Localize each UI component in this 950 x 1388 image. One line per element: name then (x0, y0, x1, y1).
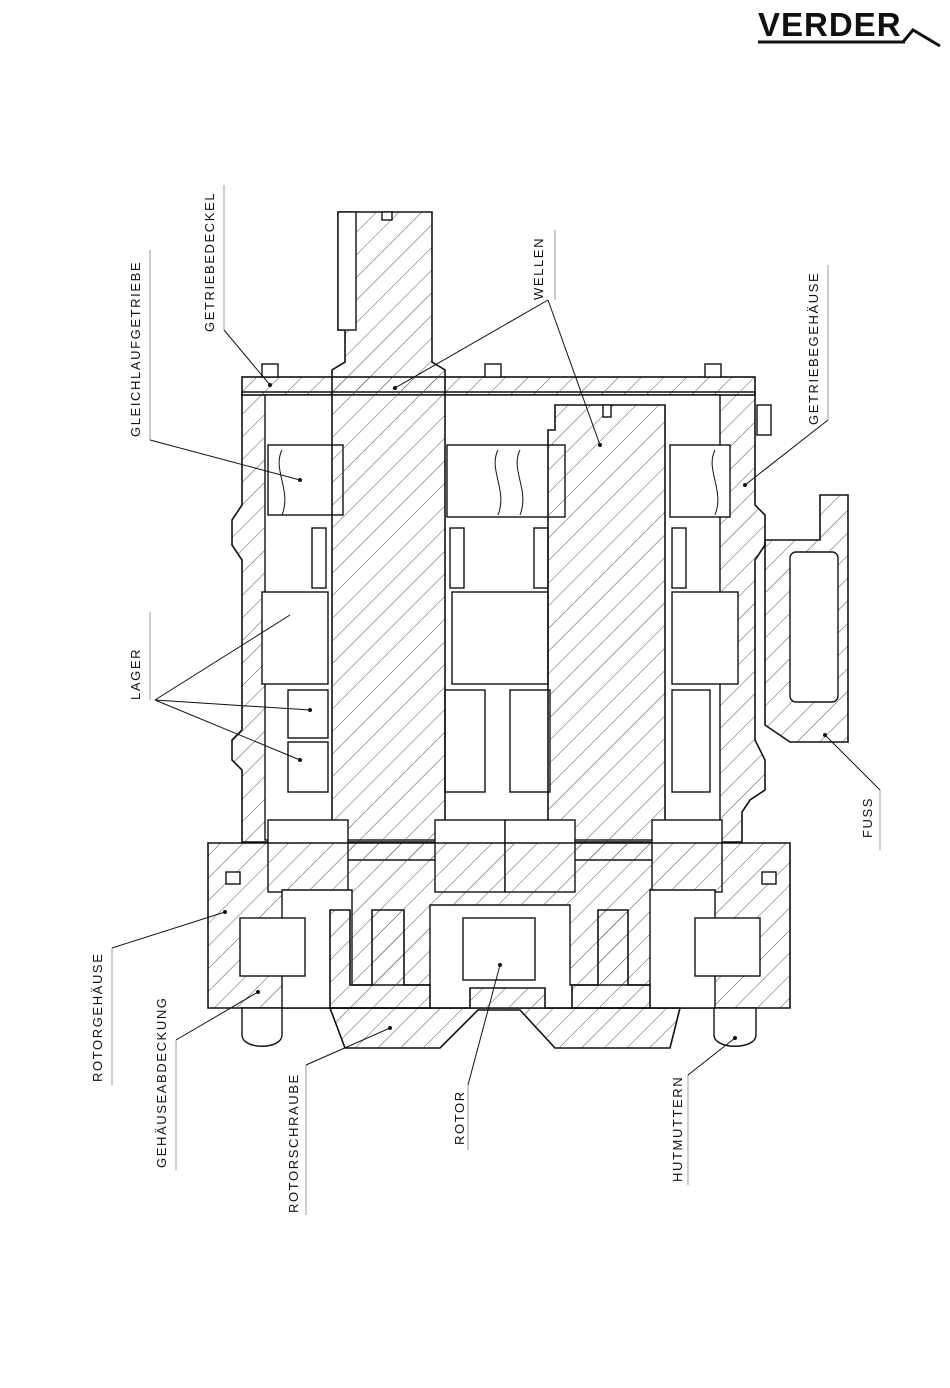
needle-bearing-center-a (450, 528, 464, 588)
driven-shaft-right (548, 405, 665, 860)
housing-nub-right (762, 872, 776, 884)
foot-slot (790, 552, 838, 702)
cover-bolt-left (262, 364, 278, 377)
cap-nut-right (714, 1008, 756, 1046)
bearing-center-b (510, 690, 550, 792)
label-hutmuttern: HUTMUTTERN (670, 1076, 685, 1182)
shaft-key-notch (382, 212, 392, 220)
needle-bearing-left (312, 528, 326, 588)
cap-nut-left (242, 1008, 282, 1046)
label-rotorgehaeuse: ROTORGEHÄUSE (90, 953, 105, 1082)
label-wellen: WELLEN (531, 237, 546, 300)
label-gleichlaufgetriebe: GLEICHLAUFGETRIEBE (128, 261, 143, 437)
label-fuss: FUSS (860, 797, 875, 838)
shaft-right-notch (603, 405, 611, 417)
shaft-keyway (338, 212, 356, 330)
label-lager: LAGER (128, 648, 143, 700)
cover-bolt-center (485, 364, 501, 377)
gear-cover (242, 377, 755, 395)
housing-nub-left (226, 872, 240, 884)
needle-bearing-center-b (534, 528, 548, 588)
pump-drawing (208, 212, 848, 1048)
label-rotor: ROTOR (452, 1090, 467, 1145)
label-getriebedeckel: GETRIEBEDECKEL (202, 192, 217, 332)
label-gehaeuseabdeckung: GEHÄUSEABDECKUNG (154, 996, 169, 1168)
logo-text: VERDER (758, 6, 902, 43)
label-getriebegehaeuse: GETRIEBEGEHÄUSE (806, 272, 821, 425)
label-rotorschraube: ROTORSCHRAUBE (286, 1073, 301, 1213)
bearing-left-lower (288, 742, 328, 792)
bearing-right-large (672, 592, 738, 684)
bearing-right (672, 690, 710, 792)
bearing-left-upper (288, 690, 328, 738)
side-plug (757, 405, 771, 435)
verder-logo: VERDER (758, 6, 940, 46)
rotor-port-right (695, 918, 760, 976)
needle-bearing-right (672, 528, 686, 588)
bearing-center-large (452, 592, 548, 684)
rotor-port-left (240, 918, 305, 976)
rotor-bolt-center (463, 918, 535, 980)
gear-right (670, 445, 730, 517)
cover-bolt-right (705, 364, 721, 377)
bearing-center-a (445, 690, 485, 792)
bearing-left-large (262, 592, 328, 684)
